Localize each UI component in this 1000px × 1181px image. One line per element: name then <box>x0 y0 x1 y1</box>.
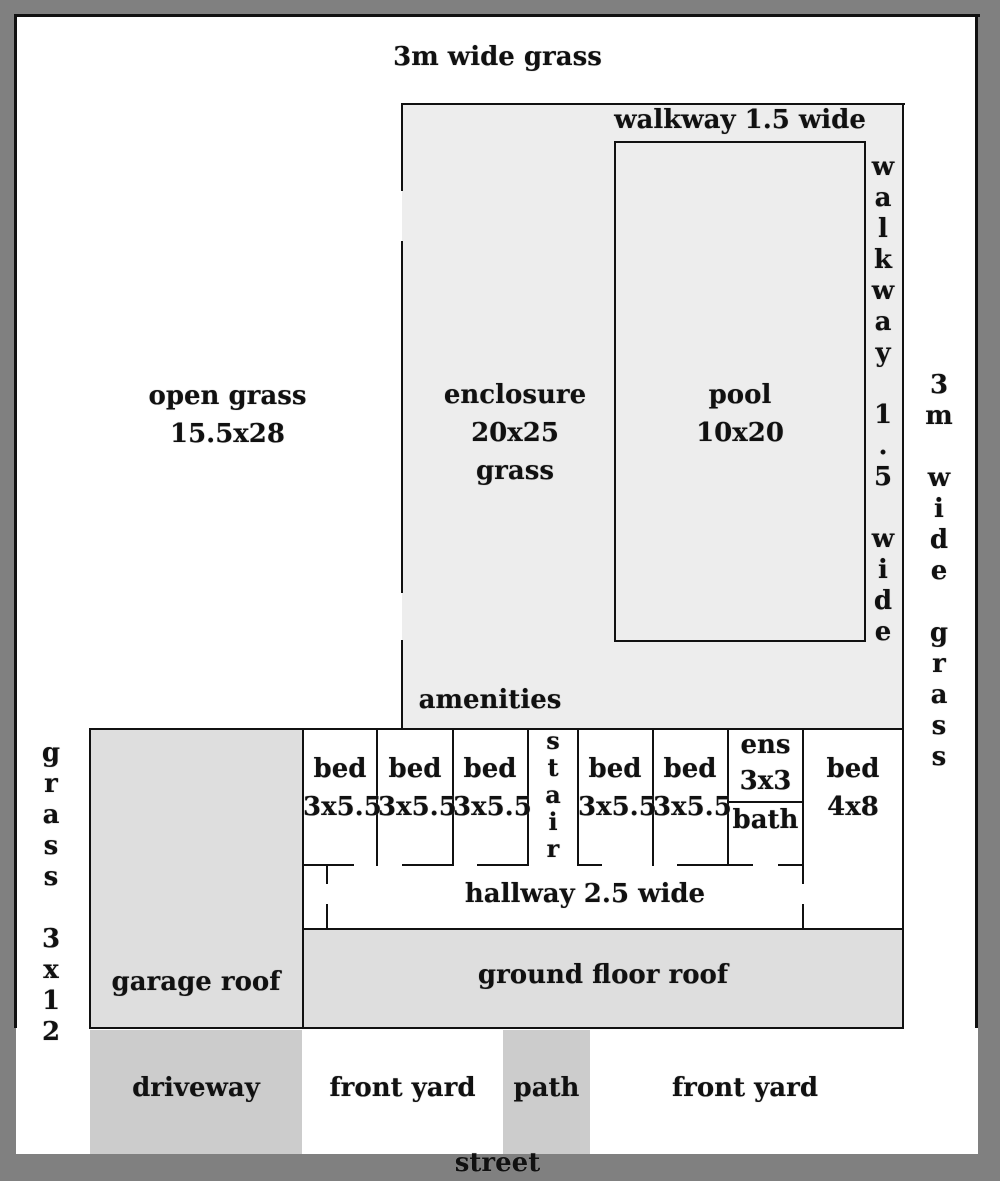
right-grass-label: 3 m w i d e g r a s s <box>925 370 953 772</box>
enclosure-size: 20x25 <box>471 418 559 448</box>
street-label: street <box>454 1148 541 1178</box>
bed6-label: bed 4x8 <box>804 750 902 826</box>
walkway-top-label: walkway 1.5 wide <box>614 105 866 135</box>
open-grass-size: 15.5x28 <box>169 419 285 449</box>
hallway-stub-left-top <box>326 866 328 884</box>
path-label: path <box>513 1073 580 1103</box>
pool <box>614 141 866 642</box>
door-wall-ens-right <box>778 864 804 866</box>
enclosure-wall-left-2 <box>401 241 403 593</box>
ensuite-label: ens 3x3 <box>728 727 803 799</box>
enclosure-name: enclosure <box>443 380 587 410</box>
bed3-label: bed 3x5.5 <box>453 750 532 826</box>
bed4-name: bed <box>588 754 642 784</box>
enclosure-wall-right <box>902 103 904 729</box>
wall-bed5-ens <box>727 729 729 866</box>
pool-label: pool 10x20 <box>640 376 840 452</box>
amenities-label: amenities <box>418 685 562 715</box>
enclosure-wall-left-1 <box>401 103 403 191</box>
enclosure-wall-top <box>401 103 905 105</box>
door-wall-bed1 <box>302 864 354 866</box>
bed5-size: 3x5.5 <box>653 792 732 822</box>
wall-bed2-bed3 <box>452 729 454 866</box>
bed5-name: bed <box>663 754 717 784</box>
garage-roof <box>89 728 304 1029</box>
open-grass-label: open grass 15.5x28 <box>110 377 345 453</box>
wall-ens-bed6 <box>802 729 804 866</box>
bed6-name: bed <box>826 754 880 784</box>
ground-floor-roof <box>302 928 904 1029</box>
bed4-label: bed 3x5.5 <box>578 750 657 826</box>
bed4-size: 3x5.5 <box>578 792 657 822</box>
open-grass-name: open grass <box>148 381 307 411</box>
wall-bed1-bed2 <box>376 729 378 866</box>
bed6-size: 4x8 <box>827 792 879 822</box>
pool-name: pool <box>708 380 772 410</box>
top-grass-label: 3m wide grass <box>393 42 602 72</box>
walkway-side-label: w a l k w a y 1 . 5 w i d e <box>871 152 895 647</box>
bed2-name: bed <box>388 754 442 784</box>
driveway <box>90 1030 302 1154</box>
pool-size: 10x20 <box>696 418 784 448</box>
front-yard-right-label: front yard <box>671 1073 819 1103</box>
bath-label: bath <box>732 805 799 835</box>
ensuite-size: 3x3 <box>739 766 792 796</box>
garage-roof-label: garage roof <box>111 967 281 997</box>
bed3-size: 3x5.5 <box>453 792 532 822</box>
bed1-name: bed <box>313 754 367 784</box>
left-grass-label: g r a s s 3 x 1 2 <box>41 738 61 1047</box>
wall-stair-bed4 <box>577 729 579 866</box>
wall-bed3-stair <box>527 729 529 866</box>
hallway-stub-right-bottom <box>802 904 804 929</box>
door-wall-bed5 <box>677 864 729 866</box>
bed2-size: 3x5.5 <box>378 792 457 822</box>
lot-boundary-top <box>14 14 980 17</box>
bed2-label: bed 3x5.5 <box>378 750 457 826</box>
bed1-label: bed 3x5.5 <box>303 750 382 826</box>
hallway-stub-right-top <box>802 866 804 884</box>
door-wall-bed2 <box>402 864 454 866</box>
door-wall-bed3 <box>477 864 529 866</box>
bed1-size: 3x5.5 <box>303 792 382 822</box>
bed5-label: bed 3x5.5 <box>653 750 732 826</box>
wall-ens-bath <box>728 801 804 803</box>
path <box>503 1030 590 1154</box>
lot-boundary-right <box>975 14 978 1028</box>
enclosure-wall-left-3 <box>401 640 403 729</box>
front-yard-left-label: front yard <box>329 1073 476 1103</box>
ensuite-name: ens <box>740 730 791 760</box>
door-wall-ens <box>728 864 753 866</box>
ground-floor-roof-label: ground floor roof <box>477 960 729 990</box>
wall-bed4-bed5 <box>652 729 654 866</box>
door-wall-bed4 <box>577 864 602 866</box>
driveway-label: driveway <box>132 1073 260 1103</box>
lot-boundary-left <box>14 14 17 1028</box>
enclosure-label: enclosure 20x25 grass <box>420 376 610 490</box>
hallway-stub-left-bottom <box>326 904 328 929</box>
enclosure-surface: grass <box>476 456 554 486</box>
hallway-label: hallway 2.5 wide <box>464 879 706 909</box>
bed3-name: bed <box>463 754 517 784</box>
stair-label: s t a i r <box>545 726 561 863</box>
